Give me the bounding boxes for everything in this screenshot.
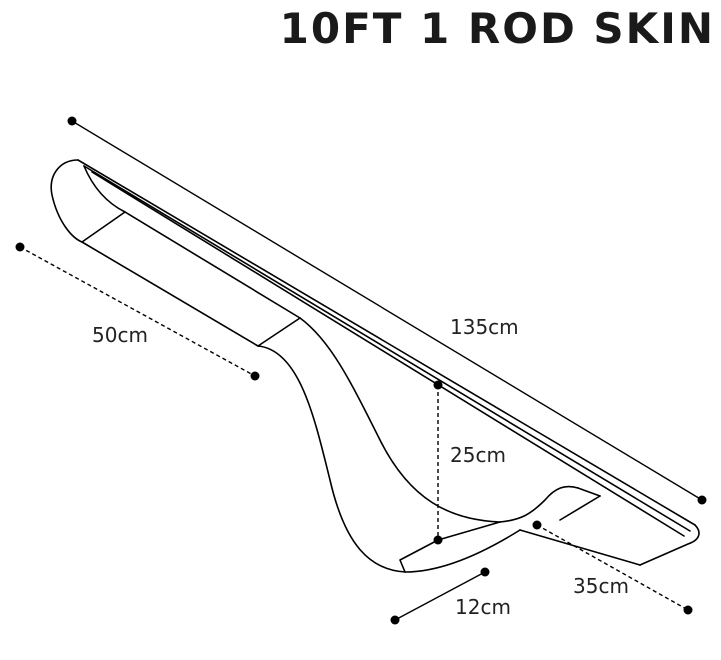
depth-start-dot (390, 615, 400, 625)
tip-width-end-dot (683, 605, 693, 615)
s-curve-rear-wall (299, 317, 501, 523)
height-top-dot (433, 380, 443, 390)
right-floor-slat (559, 495, 601, 521)
right-floor-lower (519, 529, 641, 566)
height-bottom-dot (433, 535, 443, 545)
end-width-end-dot (250, 371, 260, 381)
length-dimension-line (71, 120, 703, 501)
right-floor-upper (577, 487, 601, 497)
bottom-floor-edge (399, 539, 439, 573)
tip-width-start-dot (532, 520, 542, 530)
right-end-cap (639, 524, 700, 566)
length-label: 135cm (450, 315, 519, 339)
dimension-lines (19, 120, 703, 621)
left-end-cap (50, 159, 83, 243)
rod-skin-outline (50, 159, 700, 573)
spine-inner-line-2 (91, 171, 685, 537)
length-end-dot (697, 495, 707, 505)
height-label: 25cm (450, 443, 506, 467)
depth-dimension-line (394, 571, 486, 621)
right-hump (499, 485, 579, 523)
depth-label: 12cm (455, 595, 511, 619)
length-start-dot (67, 116, 77, 126)
spine-inner-line (83, 165, 691, 532)
left-floor-front-edge (81, 211, 126, 243)
left-end-inner-curve (83, 165, 126, 213)
left-floor-upper (124, 211, 301, 319)
left-floor-back-edge (257, 317, 301, 347)
product-title: 10FT 1 ROD SKIN (279, 4, 715, 53)
bottom-floor-lower (404, 529, 521, 573)
bottom-floor-upper (437, 521, 501, 541)
tip-width-dimension-line (536, 524, 689, 611)
tip-width-label: 35cm (573, 574, 629, 598)
depth-end-dot (480, 567, 490, 577)
dimension-endpoints (15, 116, 707, 625)
end-width-label: 50cm (92, 323, 148, 347)
end-width-start-dot (15, 242, 25, 252)
spine-outer-line (77, 159, 696, 526)
left-floor-lower (81, 241, 259, 347)
s-curve-front-wall (257, 345, 406, 573)
end-width-dimension-line (19, 246, 256, 377)
